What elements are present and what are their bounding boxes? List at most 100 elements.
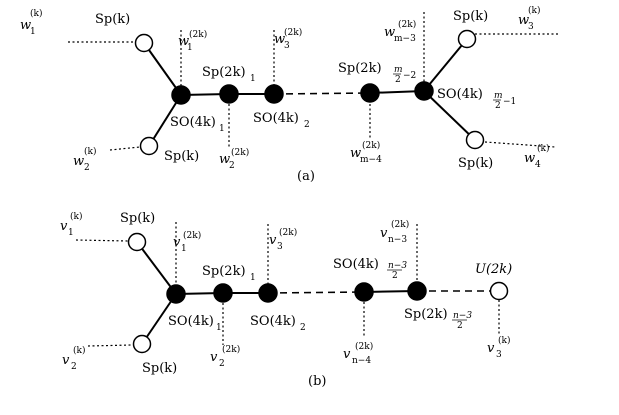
svg-text:2: 2 bbox=[457, 321, 463, 331]
svg-text:3: 3 bbox=[496, 350, 502, 360]
node-b-spBL bbox=[132, 334, 152, 354]
node-a-spTL bbox=[134, 33, 154, 53]
svg-text:n−3: n−3 bbox=[388, 235, 407, 245]
svg-text:(2k): (2k) bbox=[355, 341, 373, 352]
node-a-sp1 bbox=[219, 84, 239, 104]
svg-text:1: 1 bbox=[219, 124, 225, 134]
svg-text:3: 3 bbox=[528, 22, 534, 32]
svg-text:(2k): (2k) bbox=[284, 27, 302, 38]
svg-text:SO(4k): SO(4k) bbox=[250, 314, 296, 329]
svg-text:w: w bbox=[524, 151, 535, 166]
node-a-sp2k-1-label: Sp(2k) 1 bbox=[202, 65, 256, 84]
svg-text:v: v bbox=[210, 350, 218, 365]
svg-text:v: v bbox=[173, 235, 181, 250]
edge-a_spTL-a_so1 bbox=[143, 42, 182, 96]
svg-text:v: v bbox=[60, 219, 68, 234]
node-a-spBL bbox=[139, 136, 159, 156]
nodes-layer bbox=[127, 29, 509, 354]
svg-text:(k): (k) bbox=[73, 345, 85, 356]
node-b-u2k-label: U(2k) bbox=[475, 262, 512, 277]
node-a-soL bbox=[414, 81, 434, 101]
weight-v3-2k: v 3 (2k) bbox=[269, 227, 297, 252]
node-a-sp-top-left-label: Sp(k) bbox=[95, 12, 130, 27]
svg-text:−2: −2 bbox=[403, 71, 416, 81]
svg-text:1: 1 bbox=[68, 228, 74, 238]
svg-text:1: 1 bbox=[250, 273, 256, 283]
node-b-so4k-2-label: SO(4k) 2 bbox=[250, 314, 306, 333]
weight-w3-2k: w 3 (2k) bbox=[274, 27, 302, 51]
svg-text:SO(4k): SO(4k) bbox=[168, 314, 214, 329]
node-a-so2 bbox=[264, 84, 284, 104]
panel-a-caption: (a) bbox=[297, 169, 315, 184]
node-a-spTR bbox=[457, 29, 477, 49]
svg-text:v: v bbox=[343, 347, 351, 362]
svg-text:2: 2 bbox=[392, 271, 398, 281]
node-b-u bbox=[489, 281, 509, 301]
weight-w2-k: w 2 (k) bbox=[73, 146, 96, 173]
node-b-sp-bottom-left-label: Sp(k) bbox=[142, 361, 177, 376]
svg-text:2: 2 bbox=[84, 163, 90, 173]
svg-text:2: 2 bbox=[229, 161, 235, 171]
svg-text:w: w bbox=[384, 25, 395, 40]
svg-text:2: 2 bbox=[300, 323, 306, 333]
svg-text:(2k): (2k) bbox=[231, 147, 249, 158]
svg-text:(2k): (2k) bbox=[183, 230, 201, 241]
svg-text:4: 4 bbox=[535, 160, 541, 170]
node-b-spTL bbox=[127, 232, 147, 252]
node-b-soL bbox=[354, 282, 374, 302]
node-b-sp2k-1-label: Sp(2k) 1 bbox=[202, 264, 256, 283]
svg-text:(k): (k) bbox=[498, 335, 510, 346]
node-a-so4k-2-label: SO(4k) 2 bbox=[253, 111, 310, 130]
svg-text:(k): (k) bbox=[70, 211, 82, 222]
svg-text:n−4: n−4 bbox=[352, 356, 371, 366]
flavor-line-1 bbox=[109, 146, 141, 151]
node-b-sp2k-last-label: Sp(2k) n−3 2 bbox=[404, 307, 472, 331]
panel-a: (a) w 1 (k) Sp(k) w 1 (2k) w 3 (2k) w m−… bbox=[20, 5, 549, 184]
node-a-spBR bbox=[465, 130, 485, 150]
edge-a_soL-a_spBR bbox=[423, 90, 476, 141]
svg-text:m−4: m−4 bbox=[360, 155, 382, 165]
weight-v2-2k: v 2 (2k) bbox=[210, 344, 240, 369]
svg-text:SO(4k): SO(4k) bbox=[437, 87, 483, 102]
svg-text:2: 2 bbox=[219, 359, 225, 369]
weight-w2-2k: w 2 (2k) bbox=[219, 147, 249, 171]
svg-text:n−3: n−3 bbox=[453, 311, 472, 321]
weight-v3-k: v 3 (k) bbox=[487, 335, 510, 360]
svg-text:1: 1 bbox=[187, 43, 193, 53]
weight-vn3-2k: v n−3 (2k) bbox=[380, 219, 409, 245]
svg-text:w: w bbox=[73, 154, 84, 169]
edge-b_spTL-b_so1 bbox=[136, 241, 177, 295]
svg-text:1: 1 bbox=[30, 27, 36, 37]
node-b-so2 bbox=[258, 283, 278, 303]
node-a-so4k-last-label: SO(4k) m 2 −1 bbox=[437, 87, 516, 111]
edge-a_spBL-a_so1 bbox=[148, 94, 182, 147]
svg-text:m: m bbox=[494, 91, 503, 101]
svg-text:(2k): (2k) bbox=[222, 344, 240, 355]
weight-w4-k: w 4 (k) bbox=[524, 143, 549, 170]
svg-text:Sp(2k): Sp(2k) bbox=[202, 65, 246, 80]
svg-text:(k): (k) bbox=[528, 5, 540, 16]
edge-a_so2-a_spL bbox=[273, 92, 371, 95]
svg-text:(2k): (2k) bbox=[362, 140, 380, 151]
svg-text:n−3: n−3 bbox=[388, 261, 407, 271]
node-b-sp-top-left-label: Sp(k) bbox=[120, 211, 155, 226]
svg-text:(2k): (2k) bbox=[189, 29, 207, 40]
svg-text:Sp(2k): Sp(2k) bbox=[404, 307, 448, 322]
node-a-sp-bottom-left-label: Sp(k) bbox=[164, 149, 199, 164]
node-b-so4k-last-label: SO(4k) n−3 2 bbox=[333, 257, 407, 281]
svg-text:w: w bbox=[350, 146, 361, 161]
svg-text:v: v bbox=[380, 226, 388, 241]
node-b-so1 bbox=[166, 284, 186, 304]
svg-text:Sp(2k): Sp(2k) bbox=[338, 61, 382, 76]
svg-text:SO(4k): SO(4k) bbox=[333, 257, 379, 272]
svg-text:1: 1 bbox=[216, 323, 222, 333]
flavor-line-10 bbox=[87, 344, 133, 347]
weight-wm4-2k: w m−4 (2k) bbox=[350, 140, 382, 165]
svg-text:2: 2 bbox=[71, 362, 77, 372]
panel-b: (b) v 1 (k) Sp(k) v 1 (2k) v 3 (2k) v n−… bbox=[60, 211, 512, 389]
svg-text:Sp(2k): Sp(2k) bbox=[202, 264, 246, 279]
svg-text:v: v bbox=[487, 341, 495, 356]
svg-text:w: w bbox=[219, 152, 230, 167]
svg-text:(k): (k) bbox=[30, 8, 42, 19]
svg-text:w: w bbox=[20, 18, 31, 33]
